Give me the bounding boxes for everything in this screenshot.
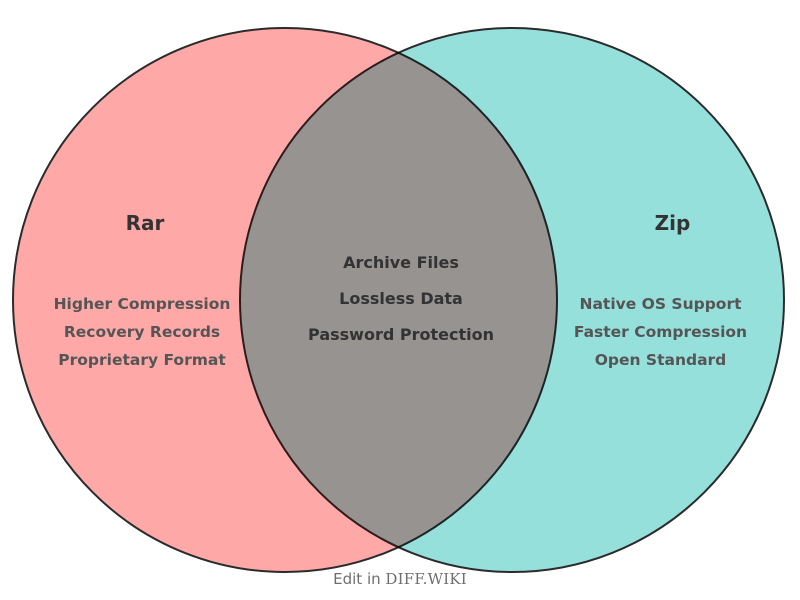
venn-circle-right-zip[interactable] <box>239 27 785 573</box>
footer-brand-label: DIFF.WIKI <box>385 570 467 588</box>
edit-in-diffwiki-link[interactable]: Edit in DIFF.WIKI <box>0 570 800 588</box>
list-item: Lossless Data <box>339 289 463 308</box>
set-title-left: Rar <box>125 211 165 235</box>
list-item: Recovery Records <box>63 323 221 341</box>
set-title-right: Zip <box>654 211 691 235</box>
intersection-item-list: Archive Files Lossless Data Password Pro… <box>266 245 536 353</box>
list-item: Native OS Support <box>579 295 742 313</box>
left-only-item-list: Higher Compression Recovery Records Prop… <box>6 290 278 374</box>
list-item: Faster Compression <box>573 323 748 341</box>
right-only-item-list: Native OS Support Faster Compression Ope… <box>528 290 793 374</box>
list-item: Password Protection <box>308 325 494 344</box>
footer-prefix-label: Edit in <box>333 570 386 588</box>
list-item: Archive Files <box>343 253 459 272</box>
list-item: Higher Compression <box>53 295 231 313</box>
list-item: Open Standard <box>594 351 727 369</box>
list-item: Proprietary Format <box>58 351 226 369</box>
